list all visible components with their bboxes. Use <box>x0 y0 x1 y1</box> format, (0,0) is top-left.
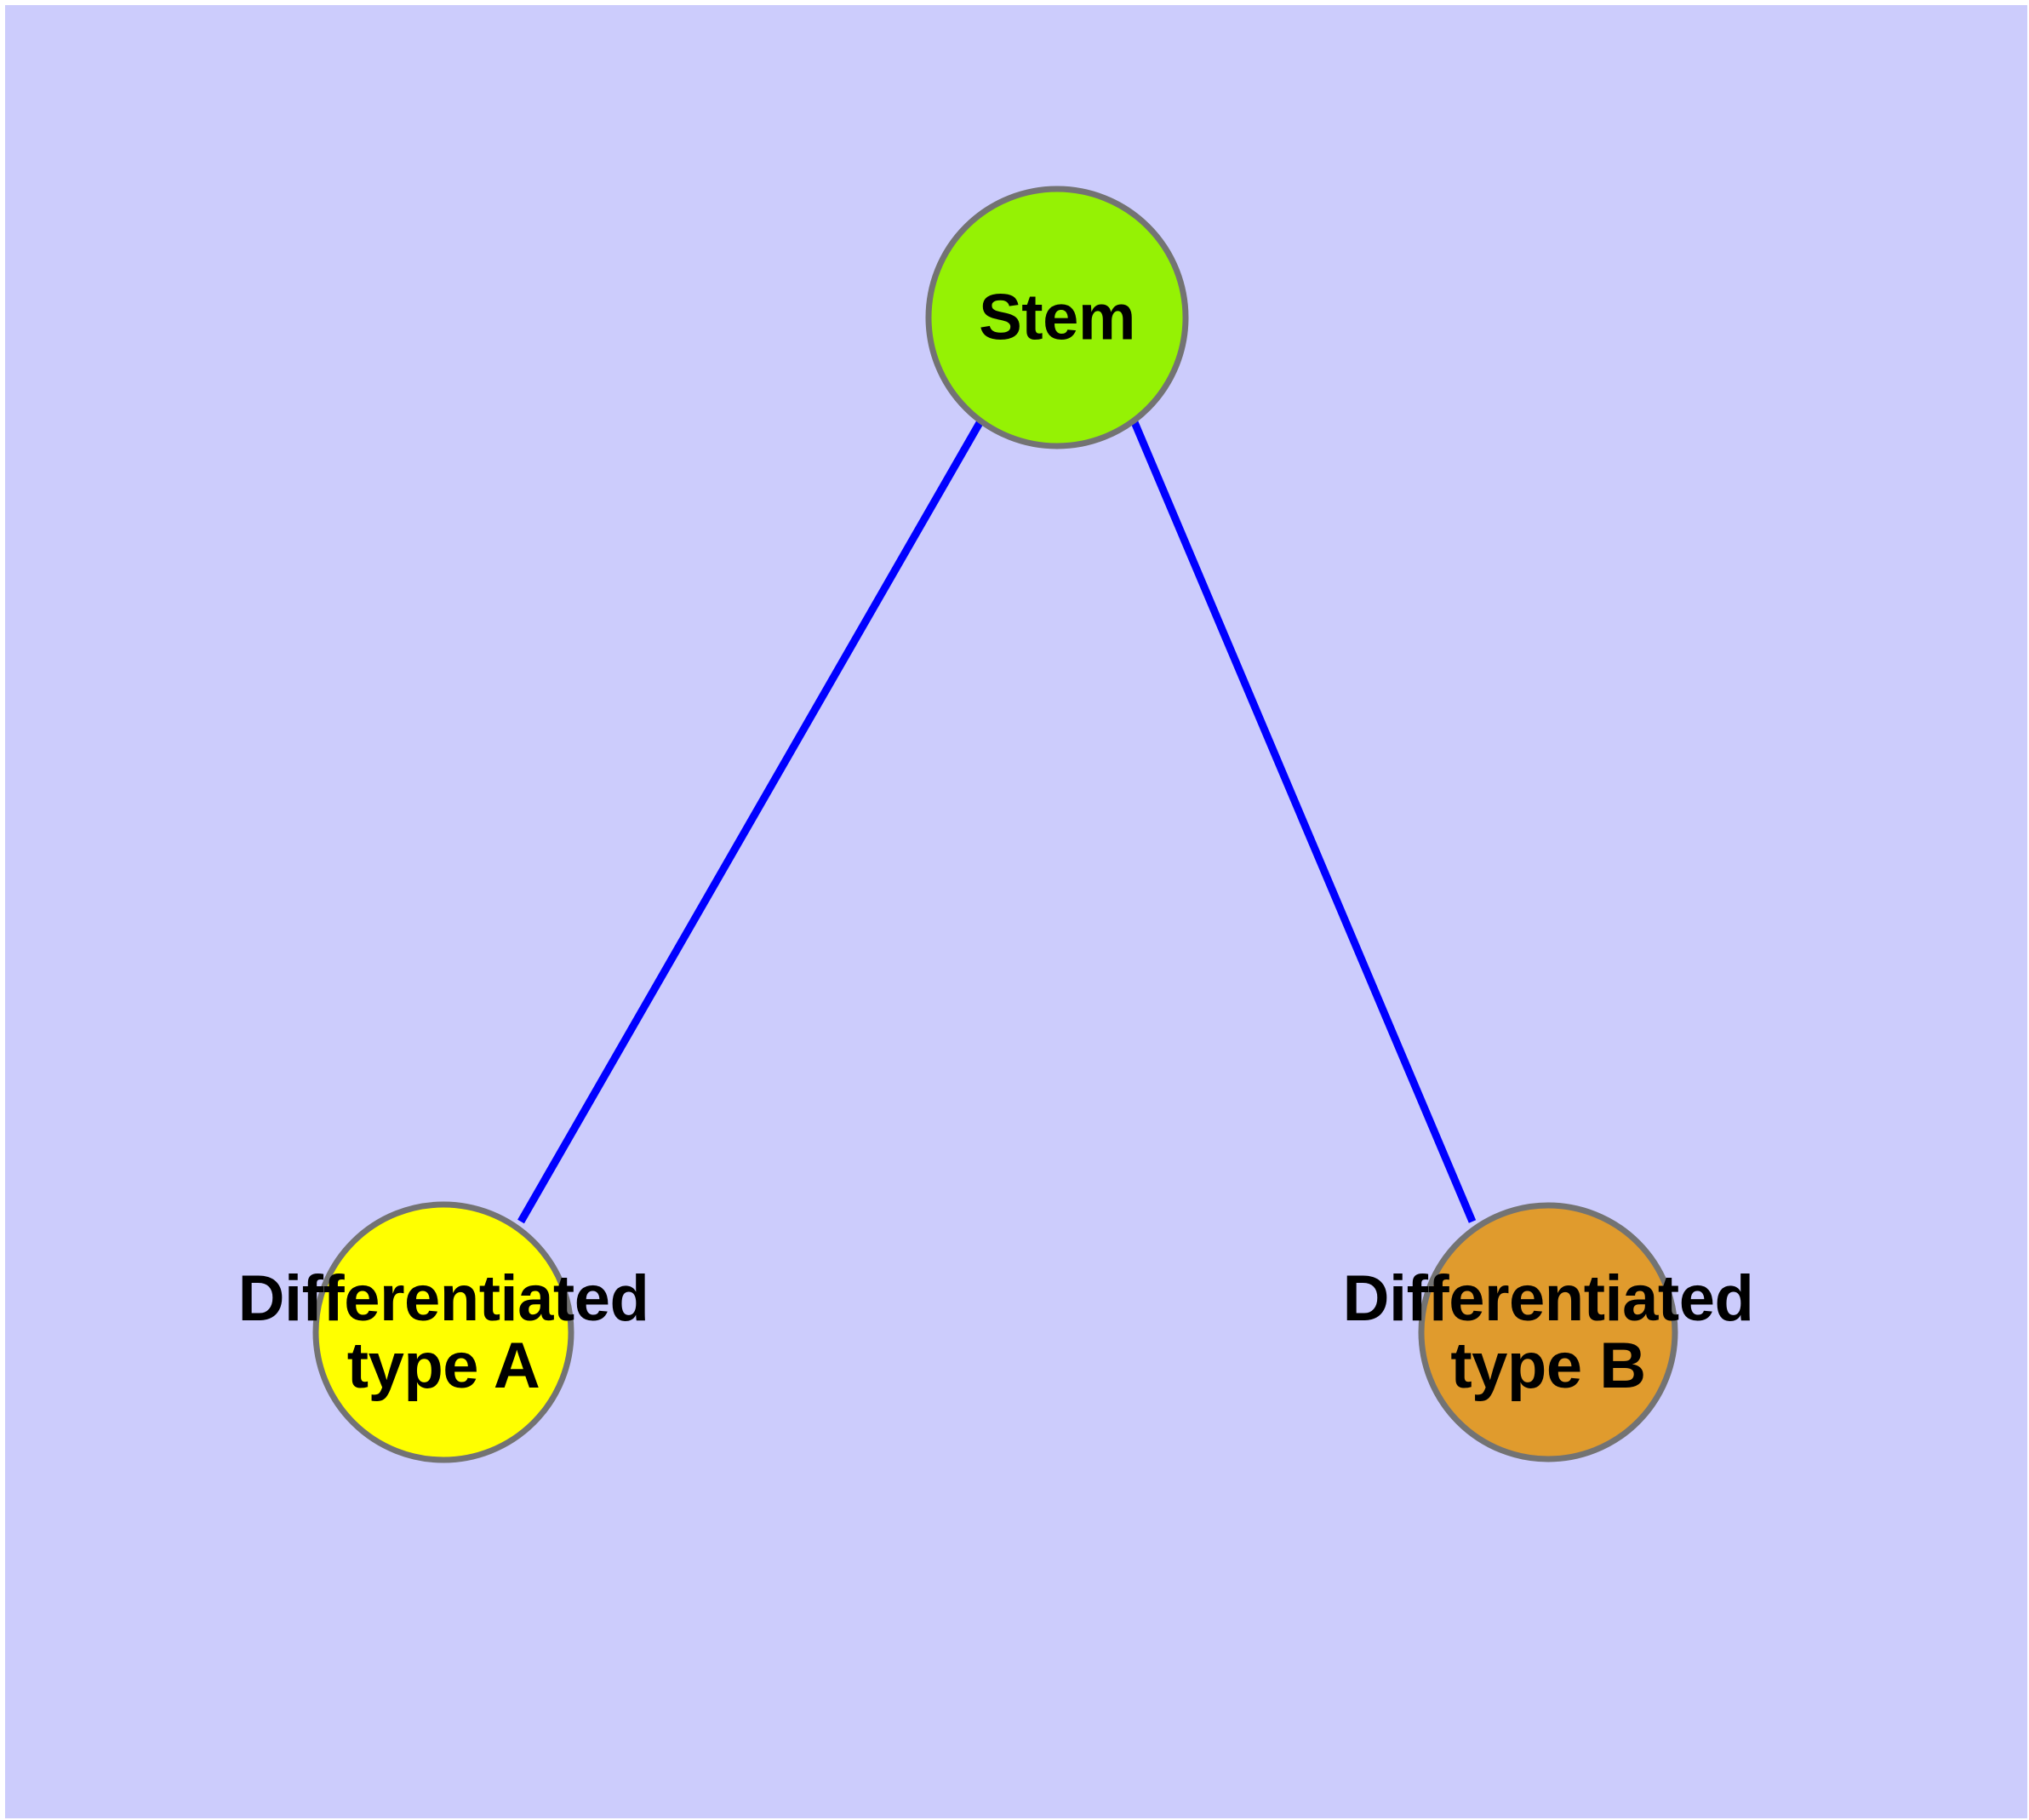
node-layer <box>312 186 1678 1463</box>
node-differentiated-type-b[interactable] <box>1418 1202 1678 1462</box>
node-stem[interactable] <box>925 186 1189 449</box>
edge-layer <box>517 419 1477 1224</box>
node-differentiated-type-a[interactable] <box>312 1201 574 1463</box>
edge-stem-to-diff-b <box>1130 421 1477 1223</box>
edge-stem-to-diff-a <box>517 419 984 1224</box>
